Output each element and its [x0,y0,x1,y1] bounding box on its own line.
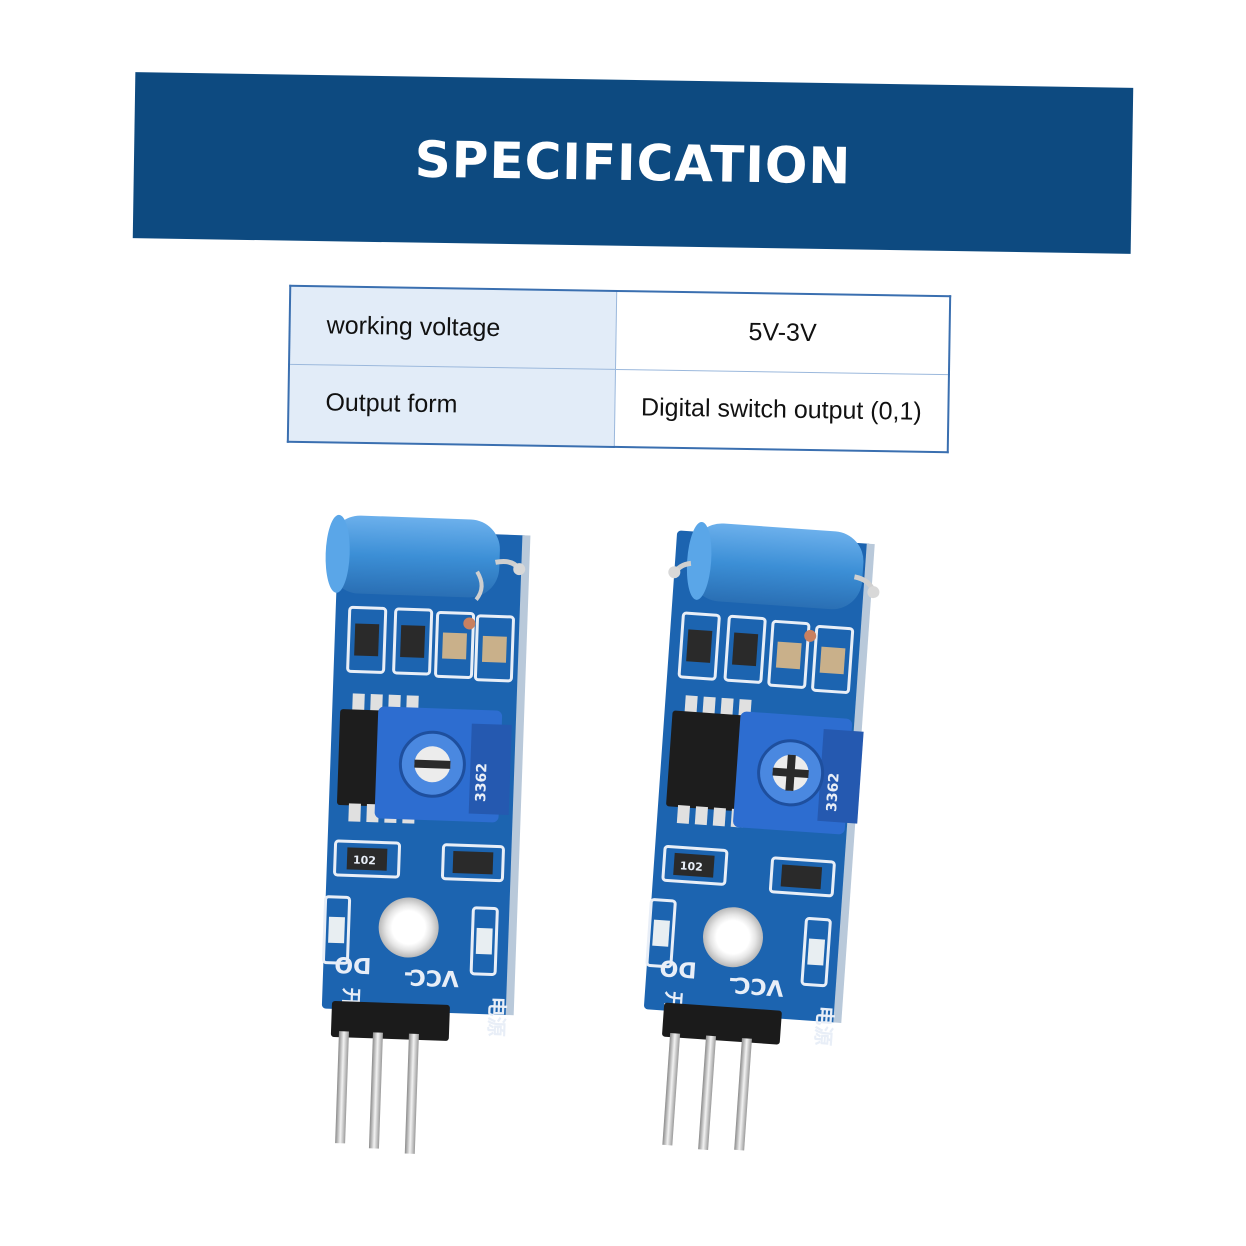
led [652,919,670,947]
potentiometer: 3362 [374,706,512,823]
pin-label-vcc: VCC [734,971,785,999]
pin-header [662,1002,782,1151]
resistor [354,623,380,657]
smd-component-row [677,611,855,694]
pin-label-gnd: - [403,961,413,986]
resistor [780,864,823,890]
potentiometer: 3362 [733,711,864,835]
pot-marking: 3362 [473,763,490,803]
pin-label-vcc: VCC [409,964,459,991]
capacitor [481,635,507,663]
sensor-module-left: 3362 102 DO - VCC 开关 电源 [321,514,531,1154]
resistor-code: 102 [679,859,703,874]
smd-component-row [346,605,515,683]
pin-label-do: DO [334,951,372,977]
resistor [346,847,388,871]
silkscreen-power: 电源 [811,1005,838,1047]
capacitor [819,646,846,675]
mounting-hole [378,897,439,958]
resistor-code: 102 [353,854,376,868]
sensor-module-right: 3362 102 DO - VCC 开关 电源 [644,522,880,1151]
mounting-hole [702,907,763,968]
pin-label-gnd: - [728,967,739,993]
pot-marking: 3362 [824,772,843,812]
pcb-edge [505,535,531,1016]
silkscreen-power: 电源 [484,996,509,1037]
resistor [673,852,715,878]
pin-header [330,1000,450,1154]
led [328,916,345,944]
resistor [732,632,759,667]
resistor [400,625,426,658]
tilt-switch [325,514,526,601]
pin-label-do: DO [659,954,698,982]
tilt-switch [668,522,880,610]
resistor [452,851,494,875]
capacitor [442,632,467,660]
capacitor [775,641,802,670]
led [807,938,826,966]
resistor [686,629,713,663]
led [475,927,493,955]
